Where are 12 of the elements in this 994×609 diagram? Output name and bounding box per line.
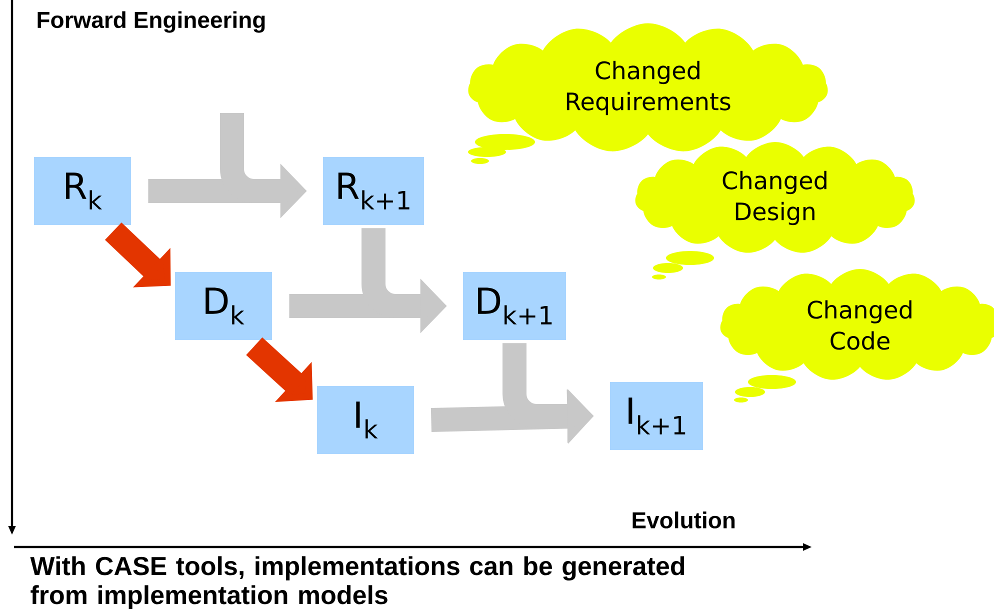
axis-label: Forward Engineering [38,11,265,33]
axis-label: Evolution [632,512,735,528]
thought-bubble: Changed Design [635,142,915,280]
process-box: R$_{k+1}$ [323,156,424,225]
process-box: R$_{k}$ [34,156,131,225]
thought-bubble: Changed Requirements [468,23,828,164]
process-box: I$_{k+1}$ [610,382,703,450]
process-box: D$_{k}$ [175,272,272,340]
thought-bubble: Changed Code [720,269,994,402]
process-box: D$_{k+1}$ [463,272,566,340]
caption: With CASE tools, implementations can be generated from implementation models [30,556,684,609]
process-box: I$_{k}$ [317,386,414,454]
